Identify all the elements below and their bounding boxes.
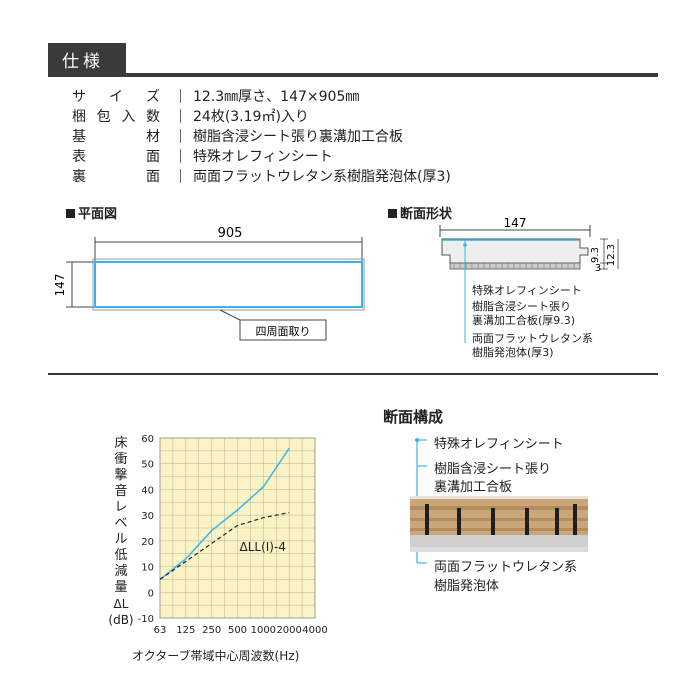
- chart-y-label-char: 音: [114, 484, 128, 499]
- structure-label-4: 両面フラットウレタン系: [434, 560, 578, 575]
- spec-header-box: [48, 43, 126, 73]
- spec-value-0: 12.3㎜厚さ、147×905㎜: [193, 89, 360, 105]
- structure-back-grooves: [425, 504, 577, 535]
- chart-y-label-char: (dB): [108, 613, 134, 627]
- chart-x-axis-label: オクターブ帯域中心周波数(Hz): [132, 649, 300, 663]
- plank-top-face: [94, 261, 363, 308]
- chart-y-label-char: 床: [114, 436, 128, 451]
- section-width-label: 147: [504, 216, 527, 230]
- section-dim-total: 12.3: [606, 244, 617, 266]
- chart-y-label-char: ベ: [114, 516, 128, 531]
- section-structure-drawing: [410, 438, 588, 564]
- spec-label-0: サイズ: [72, 86, 160, 106]
- spec-label-1: 梱包入数: [72, 106, 160, 126]
- spec-separator: [180, 149, 181, 163]
- chamfer-leader: [219, 309, 241, 321]
- spec-label-char: 材: [146, 129, 160, 145]
- structure-label-1: 特殊オレフィンシート: [434, 437, 564, 452]
- chart-y-label-char: 衝: [114, 452, 128, 467]
- section-foam-hatch: [453, 263, 575, 269]
- chart-y-tick-label: 20: [141, 537, 154, 548]
- plan-view-drawing: 905 147 四周面取り: [53, 226, 365, 341]
- plank-outline: [92, 258, 365, 311]
- spec-value-3: 特殊オレフィンシート: [193, 149, 333, 165]
- chart-y-label-char: レ: [114, 500, 128, 515]
- section-dim-core: 9.3: [590, 247, 601, 263]
- spec-label-char: 面: [146, 169, 160, 185]
- chart-x-tick-label: 125: [176, 625, 195, 635]
- section-label-1: 特殊オレフィンシート: [472, 284, 582, 297]
- section-label-5: 樹脂発泡体(厚3): [472, 346, 554, 359]
- spec-label-2: 基材: [72, 126, 160, 146]
- plan-length-label: 905: [218, 226, 243, 241]
- chart-y-label-char: ル: [114, 532, 128, 547]
- structure-label-5: 樹脂発泡体: [434, 579, 500, 594]
- spec-value-1: 24枚(3.19㎡)入り: [193, 109, 309, 125]
- chart-x-tick-label: 250: [202, 625, 221, 635]
- chart-y-tick-label: 50: [141, 460, 154, 471]
- section-shape-title: 断面形状: [388, 203, 452, 222]
- section-structure-title: 断面構成: [383, 408, 444, 426]
- spec-separator: [180, 109, 181, 123]
- chart-annotation: ΔLL(Ⅰ)-4: [240, 540, 286, 554]
- section-divider: [48, 373, 658, 375]
- chart-y-tick-label: 10: [141, 563, 154, 574]
- chart-y-label-char: 量: [114, 580, 128, 595]
- spec-value-4: 両面フラットウレタン系樹脂発泡体(厚3): [193, 169, 451, 185]
- chart-y-label-char: 撃: [114, 468, 128, 483]
- chart-x-tick-label: 2000: [276, 625, 301, 635]
- structure-label-2: 樹脂含浸シート張り: [434, 462, 552, 477]
- section-plank-core: [441, 238, 589, 264]
- plan-view-title: 平面図: [66, 203, 117, 222]
- chamfer-note: 四周面取り: [256, 325, 311, 338]
- chart-y-label-char: 減: [114, 564, 128, 579]
- section-dim-foam: 3: [595, 263, 601, 274]
- spec-label-char: 裏: [72, 169, 86, 185]
- plan-width-label: 147: [53, 274, 67, 297]
- chart-y-label-char: 低: [114, 548, 128, 563]
- chamfer-note-box: [239, 319, 327, 341]
- spec-value-2: 樹脂含浸シート張り裏溝加工合板: [193, 129, 403, 145]
- spec-label-char: 数: [145, 109, 160, 125]
- structure-wood-grain: [410, 506, 588, 531]
- chart-y-tick-label: 40: [141, 485, 154, 496]
- spec-label-3: 表面: [72, 146, 160, 166]
- chart-y-tick-label: 60: [141, 434, 154, 445]
- chart-x-tick-label: 1000: [251, 625, 276, 635]
- chart-series-0: [159, 447, 290, 581]
- spec-separator: [180, 129, 181, 143]
- chart-x-tick-label: 4000: [302, 625, 327, 635]
- spec-label-char: 面: [146, 149, 160, 165]
- chart-y-tick-label: -10: [138, 614, 154, 625]
- spec-label-char: 梱: [72, 109, 86, 125]
- spec-label-4: 裏面: [72, 166, 160, 186]
- chart-x-tick-label: 63: [154, 625, 167, 635]
- chart-y-axis-label: 床衝撃音レベル低減量 ΔL (dB): [108, 436, 134, 628]
- section-shape-drawing: 147 9.3 12.3 3: [439, 216, 619, 343]
- spec-separator: [180, 89, 181, 103]
- spec-label-char: サ: [72, 89, 86, 105]
- section-label-2: 樹脂含浸シート張り: [472, 300, 571, 313]
- structure-surface-sheet: [410, 496, 588, 499]
- chart-y-tick-label: 30: [141, 511, 154, 522]
- structure-foam-layer: [410, 535, 588, 547]
- spec-label-char: ズ: [146, 89, 160, 105]
- chart-y-label-char: ΔL: [113, 597, 129, 611]
- spec-separator: [180, 169, 181, 183]
- spec-label-char: イ: [109, 89, 123, 105]
- section-label-3: 裏溝加工合板(厚9.3): [472, 314, 576, 327]
- chart-y-tick-label: 0: [148, 588, 154, 599]
- page-title: 仕様: [62, 52, 104, 72]
- spec-label-char: 表: [72, 149, 86, 165]
- section-foam-layer: [449, 262, 581, 270]
- chart-x-tick-label: 500: [228, 625, 247, 635]
- spec-label-char: 入: [121, 109, 136, 125]
- section-label-4: 両面フラットウレタン系: [472, 332, 593, 345]
- structure-label-3: 裏溝加工合板: [434, 480, 513, 495]
- header-rule: [48, 73, 658, 77]
- chart-series-1: [159, 511, 290, 580]
- spec-label-char: 包: [96, 109, 111, 125]
- spec-label-char: 基: [72, 129, 86, 145]
